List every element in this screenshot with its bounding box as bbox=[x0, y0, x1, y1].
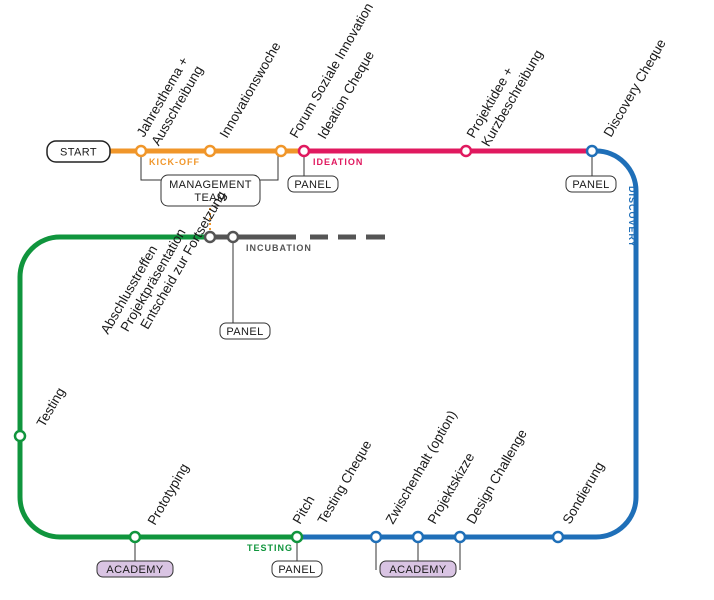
station-abschluss[interactable] bbox=[203, 230, 217, 244]
station-label-testing: Testing bbox=[34, 385, 68, 430]
station-label-zwischenhalt: Zwischenhalt (option) bbox=[383, 408, 460, 527]
station-label-sondierung: Sondierung bbox=[560, 459, 608, 526]
discovery-line bbox=[297, 148, 639, 540]
station-innovationswoche[interactable] bbox=[203, 144, 217, 158]
management-team-pill: MANAGEMENT TEAM bbox=[160, 174, 261, 207]
discovery-line-label: DISCOVERY bbox=[627, 186, 637, 248]
station-label-design-challenge: Design Challenge bbox=[464, 427, 530, 527]
station-projektskizze[interactable] bbox=[411, 530, 425, 544]
station-ideation-cheque[interactable] bbox=[297, 144, 311, 158]
panel-pill-discovery: PANEL bbox=[565, 175, 617, 193]
panel-label: PANEL bbox=[572, 179, 609, 191]
incubation-line-label: INCUBATION bbox=[246, 243, 312, 253]
management-label: MANAGEMENT bbox=[169, 179, 252, 191]
station-label-discovery-cheque: Discovery Cheque bbox=[601, 36, 669, 139]
station-design-challenge[interactable] bbox=[453, 530, 467, 544]
panel-label: PANEL bbox=[226, 326, 263, 338]
start-label: START bbox=[60, 147, 97, 159]
panel-pill-incubation: PANEL bbox=[219, 322, 271, 340]
academy-label: ACADEMY bbox=[389, 564, 446, 576]
station-label-prototyping: Prototyping bbox=[145, 461, 192, 528]
panel-pill-ideation: PANEL bbox=[287, 175, 339, 193]
testing-line-label: TESTING bbox=[247, 543, 293, 553]
management-label: TEAM bbox=[194, 192, 226, 204]
station-zwischenhalt[interactable] bbox=[369, 530, 383, 544]
station-sondierung[interactable] bbox=[551, 530, 565, 544]
station-pitch[interactable] bbox=[290, 530, 304, 544]
station-forum[interactable] bbox=[274, 144, 288, 158]
station-label-innovationswoche: Innovationswoche bbox=[217, 39, 284, 140]
kickoff-line-label: KICK-OFF bbox=[149, 157, 200, 167]
station-jahresthema[interactable] bbox=[134, 144, 148, 158]
panel-label: PANEL bbox=[278, 564, 315, 576]
station-discovery-cheque[interactable] bbox=[585, 144, 599, 158]
academy-pill-discovery: ACADEMY bbox=[379, 560, 457, 578]
start-pill: START bbox=[46, 140, 111, 163]
station-label-testing-cheque: Testing Cheque bbox=[315, 438, 375, 527]
panel-pill-testing: PANEL bbox=[271, 560, 323, 578]
station-label-projektidee: Projektidee + Kurzbeschreibung bbox=[464, 39, 546, 149]
station-testing[interactable] bbox=[13, 429, 27, 443]
station-incubation-panel[interactable] bbox=[226, 230, 240, 244]
ideation-line-label: IDEATION bbox=[313, 157, 363, 167]
station-label-pitch: Pitch bbox=[290, 493, 318, 526]
station-prototyping[interactable] bbox=[128, 530, 142, 544]
academy-pill-prototyping: ACADEMY bbox=[96, 560, 174, 578]
panel-label: PANEL bbox=[294, 179, 331, 191]
station-projektidee[interactable] bbox=[459, 144, 473, 158]
testing-line bbox=[17, 234, 297, 540]
academy-label: ACADEMY bbox=[106, 564, 163, 576]
station-label-jahresthema: Jahresthema + Ausschreibung bbox=[134, 51, 208, 148]
